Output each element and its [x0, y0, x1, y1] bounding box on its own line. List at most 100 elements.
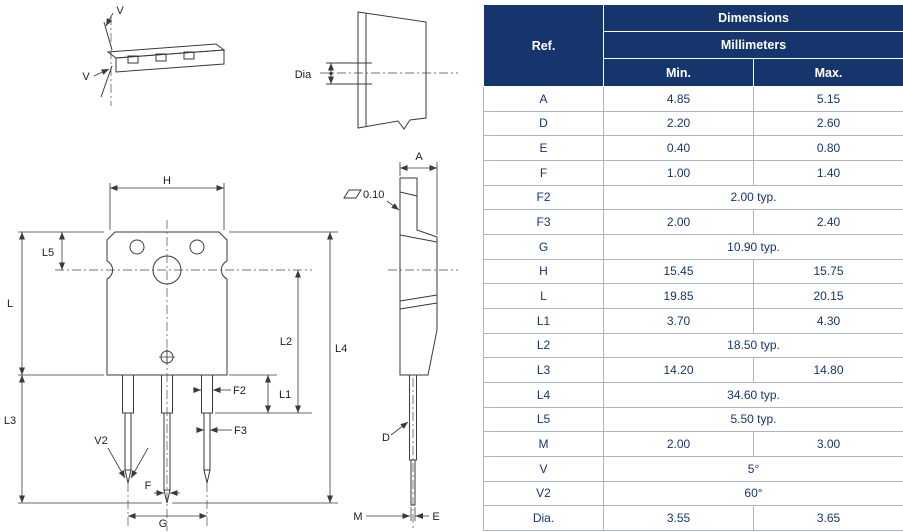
typ-value-cell: 18.50 typ.	[602, 332, 903, 359]
dim-label-a: A	[415, 151, 423, 163]
min-value-cell: 15.45	[603, 258, 754, 285]
mounting-hole-left	[129, 239, 145, 255]
tab-edge-view: Dia	[295, 11, 458, 130]
dim-label-l5: L5	[42, 247, 54, 259]
ref-cell: V2	[483, 480, 604, 507]
drawing-pane: V V Dia	[4, 5, 458, 531]
front-view: H L5 L L3 L1 L2	[4, 175, 347, 531]
dim-label-l: L	[7, 298, 13, 310]
ref-cell: G	[483, 233, 604, 260]
min-value-cell: 14.20	[603, 357, 754, 383]
side-view-outline	[399, 177, 438, 376]
max-value-cell: 5.15	[752, 86, 903, 112]
min-value-cell: 2.00	[603, 209, 754, 235]
ref-cell: F2	[483, 184, 604, 211]
dim-label-v-top: V	[116, 5, 124, 17]
tab-edge-outline	[357, 11, 427, 130]
max-value-cell: 2.40	[752, 209, 903, 235]
dim-label-l3: L3	[4, 415, 16, 427]
typ-value-cell: 5.50 typ.	[602, 406, 903, 433]
ref-cell: V	[483, 455, 604, 482]
ref-cell: L	[483, 283, 604, 309]
max-column-header: Max.	[752, 58, 903, 87]
dim-label-e: E	[432, 511, 439, 523]
dim-label-v2: V2	[94, 435, 107, 447]
ref-cell: D	[483, 110, 604, 137]
package-body-outline	[106, 231, 228, 376]
min-value-cell: 3.55	[603, 505, 754, 531]
ref-cell: F3	[483, 209, 604, 235]
min-column-header: Min.	[603, 58, 754, 87]
max-value-cell: 0.80	[752, 135, 903, 161]
dim-label-l2: L2	[280, 336, 292, 348]
min-value-cell: 2.00	[603, 431, 754, 457]
max-value-cell: 14.80	[752, 357, 903, 383]
dim-label-dia: Dia	[295, 69, 312, 81]
dim-label-d: D	[382, 432, 390, 444]
max-value-cell: 4.30	[752, 307, 903, 334]
dimensions-header: Dimensions	[602, 4, 903, 32]
typ-value-cell: 2.00 typ.	[602, 184, 903, 211]
max-value-cell: 20.15	[752, 283, 903, 309]
ref-cell: H	[483, 258, 604, 285]
dim-label-f3: F3	[234, 425, 247, 437]
dim-label-l1: L1	[279, 389, 291, 401]
typ-value-cell: 60°	[602, 480, 903, 507]
min-value-cell: 0.40	[603, 135, 754, 161]
max-value-cell: 15.75	[752, 258, 903, 285]
dim-label-h: H	[163, 175, 171, 187]
ref-cell: E	[483, 135, 604, 161]
ref-cell: F	[483, 159, 604, 186]
dim-label-flatness: 0.10	[363, 189, 384, 201]
dim-label-f: F	[145, 480, 152, 492]
typ-value-cell: 5°	[602, 455, 903, 482]
dim-label-l4: L4	[335, 343, 347, 355]
dim-label-v-side: V	[82, 71, 90, 83]
dim-label-m: M	[353, 511, 362, 523]
ref-cell: L2	[483, 332, 604, 359]
max-value-cell: 2.60	[752, 110, 903, 137]
dia-reference-dot	[329, 71, 333, 76]
ref-cell: A	[483, 86, 604, 112]
max-value-cell: 1.40	[752, 159, 903, 186]
min-value-cell: 19.85	[603, 283, 754, 309]
typ-value-cell: 10.90 typ.	[602, 233, 903, 260]
ref-column-header: Ref.	[483, 4, 604, 87]
ref-cell: L4	[483, 381, 604, 408]
ref-cell: L1	[483, 307, 604, 334]
max-value-cell: 3.00	[752, 431, 903, 457]
dim-label-g: G	[159, 518, 168, 530]
top-angled-view: V V	[82, 5, 226, 106]
millimeters-header: Millimeters	[602, 31, 903, 59]
ref-cell: L5	[483, 406, 604, 433]
min-value-cell: 1.00	[603, 159, 754, 186]
package-drawing: V V Dia	[4, 5, 458, 531]
typ-value-cell: 34.60 typ.	[602, 381, 903, 408]
max-value-cell: 3.65	[752, 505, 903, 531]
side-view: A 0.10 D M E	[343, 151, 458, 528]
min-value-cell: 3.70	[603, 307, 754, 334]
mounting-hole-right	[189, 239, 205, 255]
ref-cell: L3	[483, 357, 604, 383]
min-value-cell: 4.85	[603, 86, 754, 112]
